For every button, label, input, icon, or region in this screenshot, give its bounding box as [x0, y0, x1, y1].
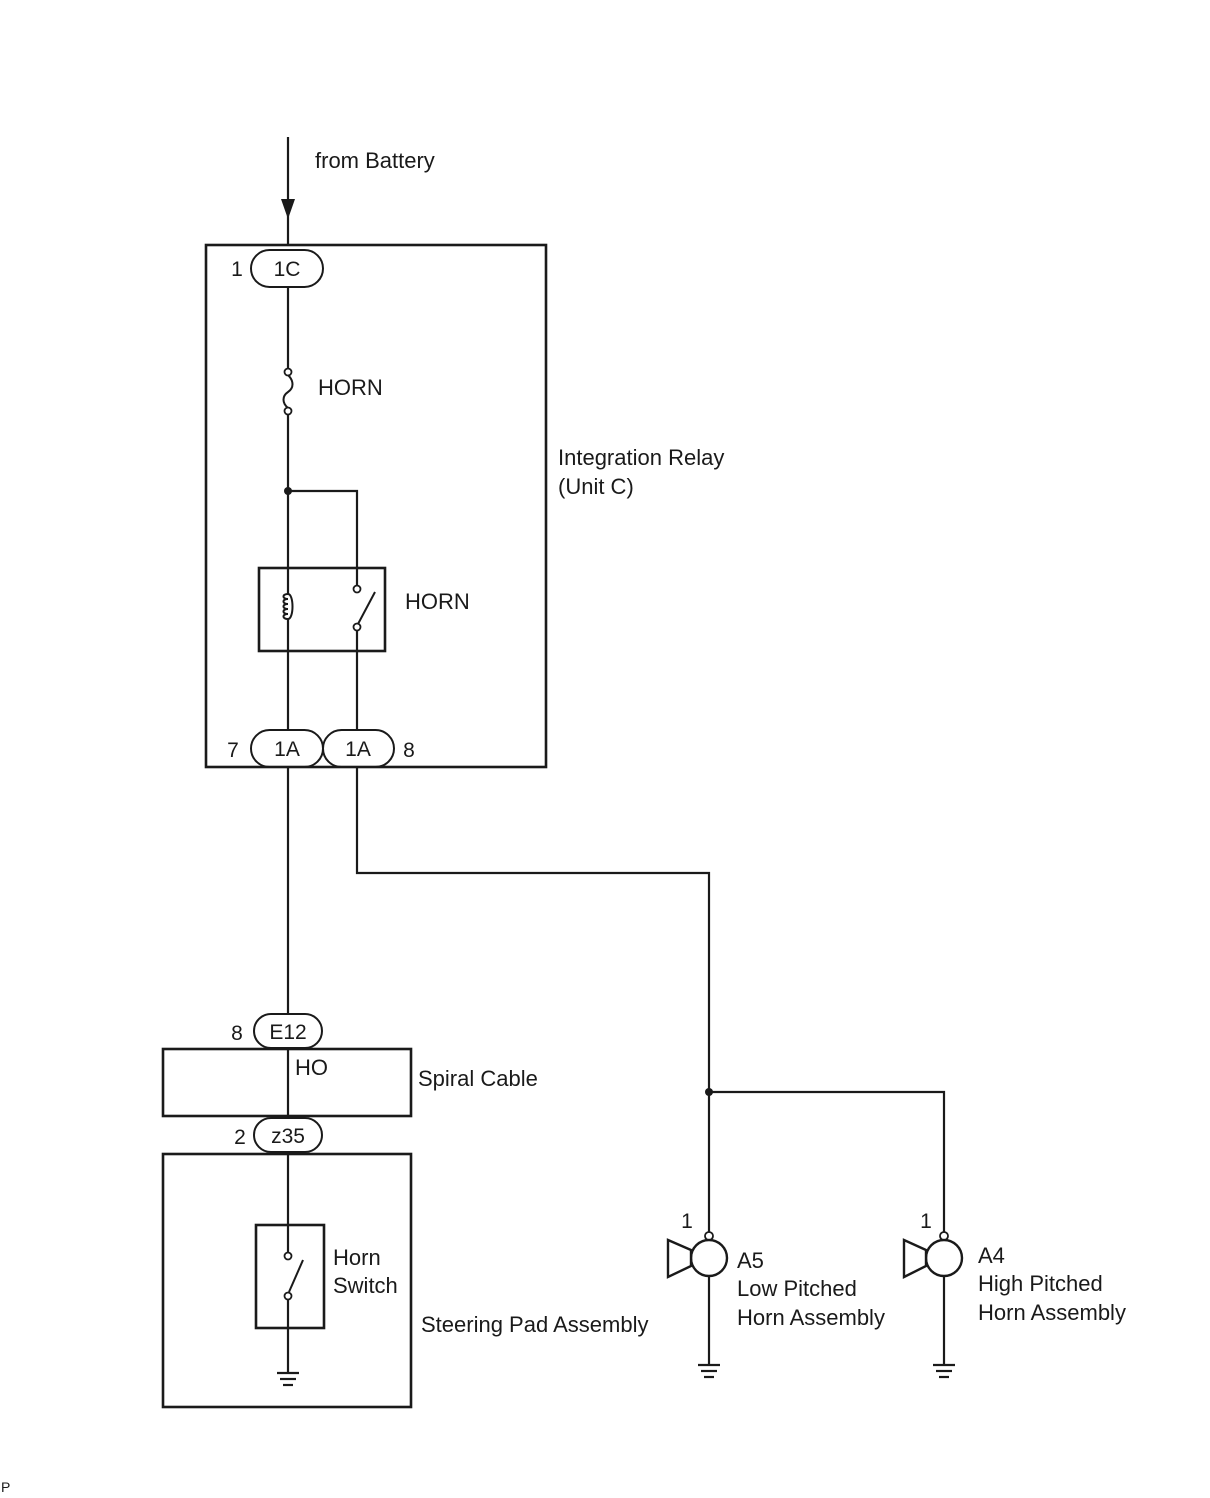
horn-switch-label-1: Horn	[333, 1245, 381, 1270]
horn-switch-terminal-top	[283, 1251, 293, 1261]
connector-e12-id: E12	[269, 1021, 306, 1044]
horn-feed-wire	[355, 767, 711, 1232]
connector-z35-id: z35	[271, 1125, 305, 1148]
connector-1a-pin8	[322, 729, 395, 768]
horn-high-ground-icon	[933, 1363, 955, 1379]
horn-low-icon	[666, 1238, 729, 1279]
horn-low-ground-icon	[698, 1363, 720, 1379]
spiral-cable-label: Spiral Cable	[418, 1066, 538, 1091]
horn-low-pin: 1	[681, 1210, 693, 1233]
horn-relay-label: HORN	[405, 589, 470, 614]
horn-low-id: A5	[737, 1248, 764, 1273]
connector-1a-pin7-pin: 7	[227, 739, 239, 762]
horn-switch-blade	[288, 1259, 304, 1293]
battery-label: from Battery	[315, 148, 435, 173]
relay-coil-icon	[282, 593, 294, 621]
steering-pad-label: Steering Pad Assembly	[421, 1312, 648, 1337]
horn-switch-label-2: Switch	[333, 1273, 398, 1298]
integration-relay-label-2: (Unit C)	[558, 474, 634, 499]
integration-relay-label-1: Integration Relay	[558, 445, 724, 470]
high-horn-feed-wire	[709, 1090, 946, 1232]
relay-switch-terminal-top	[352, 584, 362, 594]
connector-1a-pin8-id: 1A	[345, 738, 371, 761]
horn-low-label-2: Horn Assembly	[737, 1305, 885, 1330]
horn-high-pin: 1	[920, 1210, 932, 1233]
connector-e12-pin: 8	[231, 1022, 243, 1045]
connector-1a-pin7-id: 1A	[274, 738, 300, 761]
battery-arrow	[281, 199, 295, 219]
horn-high-id: A4	[978, 1243, 1005, 1268]
switch-feed-wire	[288, 489, 359, 568]
fuse-label: HORN	[318, 375, 383, 400]
fuse-terminal-top	[283, 367, 293, 377]
connector-1c-id: 1C	[274, 258, 301, 281]
integration-relay-box	[204, 243, 548, 769]
horn-high-icon	[902, 1238, 964, 1279]
horn-switch-terminal-bottom	[283, 1291, 293, 1301]
fuse-terminal-bottom	[283, 406, 293, 416]
horn-high-label-1: High Pitched	[978, 1271, 1103, 1296]
horn-switch-ground-icon	[277, 1371, 299, 1387]
spiral-cable-signal: HO	[295, 1055, 328, 1080]
horn-switch-box	[254, 1223, 326, 1330]
connector-1a-pin8-pin: 8	[403, 739, 415, 762]
relay-switch-blade	[357, 591, 376, 625]
horn-relay-box	[257, 566, 387, 653]
horn-high-label-2: Horn Assembly	[978, 1300, 1126, 1325]
relay-switch-terminal-bottom	[352, 622, 362, 632]
connector-z35-pin: 2	[234, 1126, 246, 1149]
corner-mark: P	[1, 1479, 10, 1495]
horn-low-label-1: Low Pitched	[737, 1276, 857, 1301]
fuse-symbol	[282, 374, 294, 409]
connector-1c-pin: 1	[231, 258, 243, 281]
